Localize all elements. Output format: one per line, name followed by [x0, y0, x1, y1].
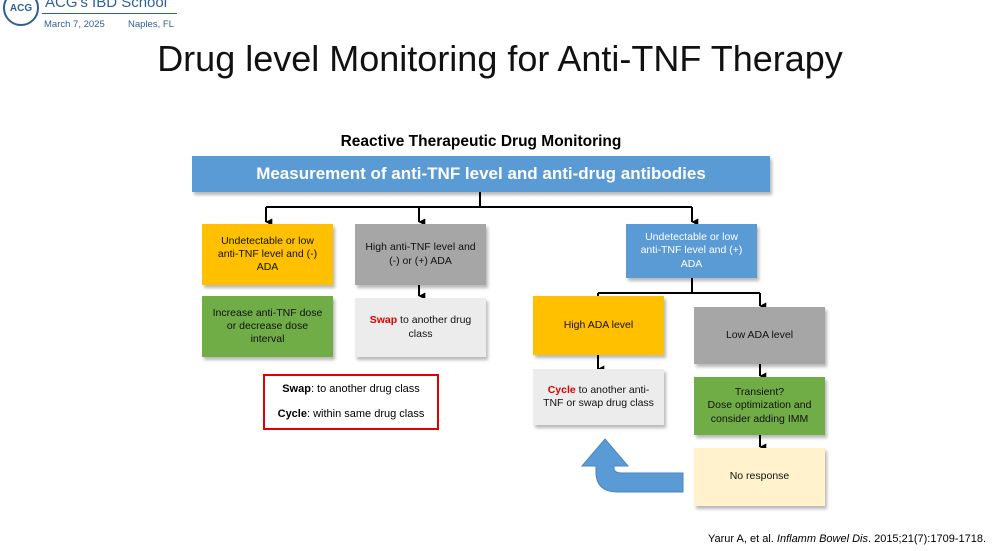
increase-dose-box: Increase anti-TNF dose or decrease dose … [202, 296, 333, 357]
diagram-subtitle: Reactive Therapeutic Drug Monitoring [340, 133, 622, 150]
cycle-keyword: Cycle [547, 383, 576, 396]
slide-title: Drug level Monitoring for Anti-TNF Thera… [157, 38, 843, 79]
school-name: ACG's IBD School [45, 0, 168, 11]
citation: Yarur A, et al. Inflamm Bowel Dis. 2015;… [708, 533, 986, 545]
cycle-box: Cycle to another anti-TNF or swap drug c… [533, 369, 664, 425]
legend-box: Swap: to another drug class Cycle: withi… [263, 374, 439, 430]
measurement-box: Measurement of anti-TNF level and anti-d… [192, 156, 770, 192]
header-date: March 7, 2025 [44, 19, 105, 30]
no-response-box: No response [694, 448, 825, 506]
legend-swap-def: : to another drug class [310, 383, 420, 395]
swap-keyword: Swap [369, 314, 398, 327]
legend-cycle-def: : within same drug class [306, 408, 425, 420]
swap-description: to another drug class [397, 314, 472, 340]
transient-description: Dose optimization and consider adding IM… [707, 399, 812, 425]
citation-details: . 2015;21(7):1709-1718. [867, 533, 987, 545]
high-ada-box: High ADA level [533, 296, 664, 355]
undetectable-neg-ada-box: Undetectable or low anti-TNF level and (… [202, 224, 333, 285]
header-location: Naples, FL [128, 19, 174, 30]
transient-question: Transient? [734, 386, 785, 399]
legend-cycle-term: Cycle [277, 408, 307, 420]
cycle-description: to another anti-TNF or swap drug class [543, 383, 654, 409]
transient-box: Transient? Dose optimization and conside… [694, 377, 825, 435]
undetectable-pos-ada-box: Undetectable or low anti-TNF level and (… [626, 224, 757, 278]
citation-authors: Yarur A, et al. [708, 533, 777, 545]
acg-logo: ACG [3, 0, 39, 26]
acg-logo-text: ACG [9, 2, 33, 14]
header-divider [42, 13, 177, 14]
high-anti-tnf-box: High anti-TNF level and (-) or (+) ADA [355, 224, 486, 285]
legend-swap-term: Swap [282, 383, 311, 395]
return-curved-arrow [580, 438, 684, 493]
low-ada-box: Low ADA level [694, 307, 825, 364]
swap-box: Swap to another drug class [355, 298, 486, 357]
citation-journal: Inflamm Bowel Dis [776, 533, 868, 545]
